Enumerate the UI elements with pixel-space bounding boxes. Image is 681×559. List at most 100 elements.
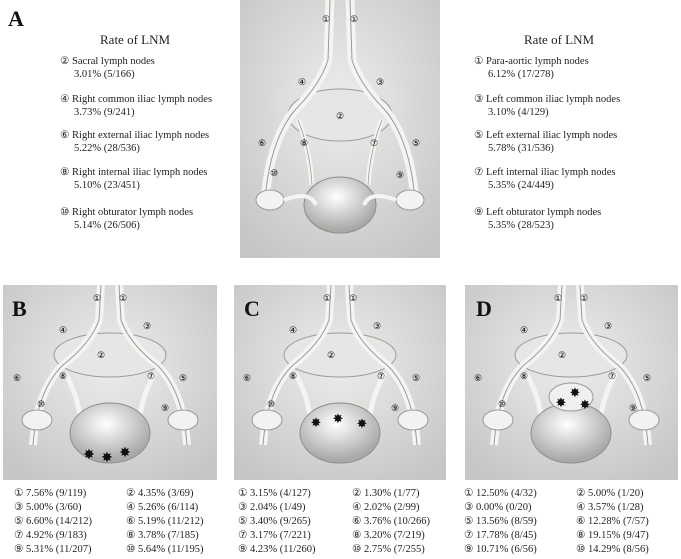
stat-item: ⑨ 4.23% (11/260): [238, 544, 316, 555]
label-1a: ①: [323, 293, 331, 303]
tumor-icon: ✸: [580, 397, 591, 412]
label-7: ⑦: [608, 371, 616, 381]
node-sacral: ② Sacral lymph nodes 3.01% (5/166): [60, 55, 155, 81]
label-7: ⑦: [377, 371, 385, 381]
label-4: ④: [289, 325, 297, 335]
label-9: ⑨: [391, 403, 399, 413]
panel-d-letter: D: [476, 296, 492, 321]
stat-item: ④ 2.02% (2/99): [352, 502, 420, 513]
stat-item: ⑨ 5.31% (11/207): [14, 544, 92, 555]
tumor-icon: ✸: [333, 411, 344, 426]
label-5: ⑤: [643, 373, 651, 383]
node-name: ⑦ Left internal iliac lymph nodes: [474, 167, 616, 178]
node-value: 3.10% (4/129): [488, 107, 549, 118]
stat-item: ① 12.50% (4/32): [464, 488, 537, 499]
label-6: ⑥: [243, 373, 251, 383]
label-3: ③: [143, 321, 151, 331]
label-9: ⑨: [629, 403, 637, 413]
node-right-external-iliac: ⑥ Right external iliac lymph nodes 5.22%…: [60, 129, 209, 155]
node-name: ⑤ Left external iliac lymph nodes: [474, 130, 618, 141]
tumor-icon: ✸: [101, 451, 113, 466]
panel-d-stats: ① 12.50% (4/32) ③ 0.00% (0/20) ⑤ 13.56% …: [464, 487, 679, 559]
node-value: 5.14% (26/506): [74, 220, 140, 231]
node-right-obturator: ⑩ Right obturator lymph nodes 5.14% (26/…: [60, 206, 193, 232]
label-6: ⑥: [13, 373, 21, 383]
node-value: 5.35% (28/523): [488, 220, 554, 231]
label-10: ⑩: [267, 399, 275, 409]
node-name: ⑨ Left obturator lymph nodes: [474, 207, 602, 218]
node-left-obturator: ⑨ Left obturator lymph nodes 5.35% (28/5…: [474, 206, 601, 232]
label-1b: ①: [580, 293, 588, 303]
node-value: 5.22% (28/536): [74, 143, 140, 154]
node-value: 5.35% (24/449): [488, 180, 554, 191]
label-10: ⑩: [270, 168, 278, 178]
label-10: ⑩: [37, 399, 45, 409]
node-left-common-iliac: ③ Left common iliac lymph nodes 3.10% (4…: [474, 93, 620, 119]
panel-c-letter: C: [244, 296, 260, 321]
label-5: ⑤: [412, 373, 420, 383]
panel-b-letter: B: [12, 296, 27, 321]
stat-item: ⑧ 19.15% (9/47): [576, 530, 649, 541]
node-name: ① Para-aortic lymph nodes: [474, 56, 589, 67]
node-value: 5.78% (31/536): [488, 143, 554, 154]
panel-b-stats: ① 7.56% (9/119) ③ 5.00% (3/60) ⑤ 6.60% (…: [14, 487, 229, 559]
label-9: ⑨: [161, 403, 169, 413]
label-10: ⑩: [498, 399, 506, 409]
label-1a: ①: [93, 293, 101, 303]
label-1b: ①: [350, 14, 358, 24]
stat-item: ⑤ 13.56% (8/59): [464, 516, 537, 527]
panel-b-illustration: ✸ ✸ ✸ ① ① ④ ③ ② ⑥ ⑧ ⑦ ⑤ ⑩ ⑨: [3, 285, 217, 480]
panel-c-illustration: ✸ ✸ ✸ ① ① ④ ③ ② ⑥ ⑧ ⑦ ⑤ ⑩ ⑨: [234, 285, 446, 480]
label-8: ⑧: [520, 371, 528, 381]
label-4: ④: [298, 77, 306, 87]
panel-a-letter: A: [8, 6, 24, 31]
tumor-icon: ✸: [83, 448, 95, 463]
label-7: ⑦: [147, 371, 155, 381]
label-3: ③: [376, 77, 384, 87]
stat-item: ② 4.35% (3/69): [126, 488, 194, 499]
node-left-internal-iliac: ⑦ Left internal iliac lymph nodes 5.35% …: [474, 166, 616, 192]
node-right-internal-iliac: ⑧ Right internal iliac lymph nodes 5.10%…: [60, 166, 207, 192]
label-2: ②: [336, 111, 344, 121]
label-2: ②: [97, 350, 105, 360]
label-2: ②: [327, 350, 335, 360]
label-1b: ①: [349, 293, 357, 303]
label-9: ⑨: [396, 170, 404, 180]
stat-item: ③ 0.00% (0/20): [464, 502, 532, 513]
node-value: 3.73% (9/241): [74, 107, 135, 118]
node-value: 3.01% (5/166): [74, 69, 135, 80]
stat-item: ⑦ 4.92% (9/183): [14, 530, 87, 541]
stat-item: ⑩ 5.64% (11/195): [126, 544, 204, 555]
tumor-icon: ✸: [311, 415, 322, 430]
node-para-aortic: ① Para-aortic lymph nodes 6.12% (17/278): [474, 55, 589, 81]
tumor-icon: ✸: [556, 395, 567, 410]
node-name: ⑥ Right external iliac lymph nodes: [60, 130, 210, 141]
label-4: ④: [59, 325, 67, 335]
stat-item: ⑤ 6.60% (14/212): [14, 516, 92, 527]
stat-item: ① 7.56% (9/119): [14, 488, 87, 499]
stat-item: ⑥ 3.76% (10/266): [352, 516, 430, 527]
stat-item: ① 3.15% (4/127): [238, 488, 311, 499]
node-name: ⑧ Right internal iliac lymph nodes: [60, 167, 208, 178]
label-2: ②: [558, 350, 566, 360]
label-1b: ①: [119, 293, 127, 303]
label-6: ⑥: [474, 373, 482, 383]
label-8: ⑧: [59, 371, 67, 381]
label-7: ⑦: [370, 138, 378, 148]
stat-item: ⑦ 3.17% (7/221): [238, 530, 311, 541]
stat-item: ⑤ 3.40% (9/265): [238, 516, 311, 527]
node-value: 6.12% (17/278): [488, 69, 554, 80]
label-5: ⑤: [179, 373, 187, 383]
node-right-common-iliac: ④ Right common iliac lymph nodes 3.73% (…: [60, 93, 212, 119]
stat-item: ⑧ 3.20% (7/219): [352, 530, 425, 541]
panel-a-illustration: ① ① ④ ③ ② ⑥ ⑧ ⑦ ⑤ ⑩ ⑨: [240, 0, 440, 258]
tumor-icon: ✸: [357, 416, 368, 431]
stat-item: ⑩ 2.75% (7/255): [352, 544, 425, 555]
stat-item: ② 1.30% (1/77): [352, 488, 420, 499]
node-name: ② Sacral lymph nodes: [60, 56, 155, 67]
stat-item: ⑦ 17.78% (8/45): [464, 530, 537, 541]
stat-item: ⑨ 10.71% (6/56): [464, 544, 537, 555]
stat-item: ⑧ 3.78% (7/185): [126, 530, 199, 541]
panel-c-stats: ① 3.15% (4/127) ③ 2.04% (1/49) ⑤ 3.40% (…: [238, 487, 453, 559]
stat-item: ③ 2.04% (1/49): [238, 502, 306, 513]
